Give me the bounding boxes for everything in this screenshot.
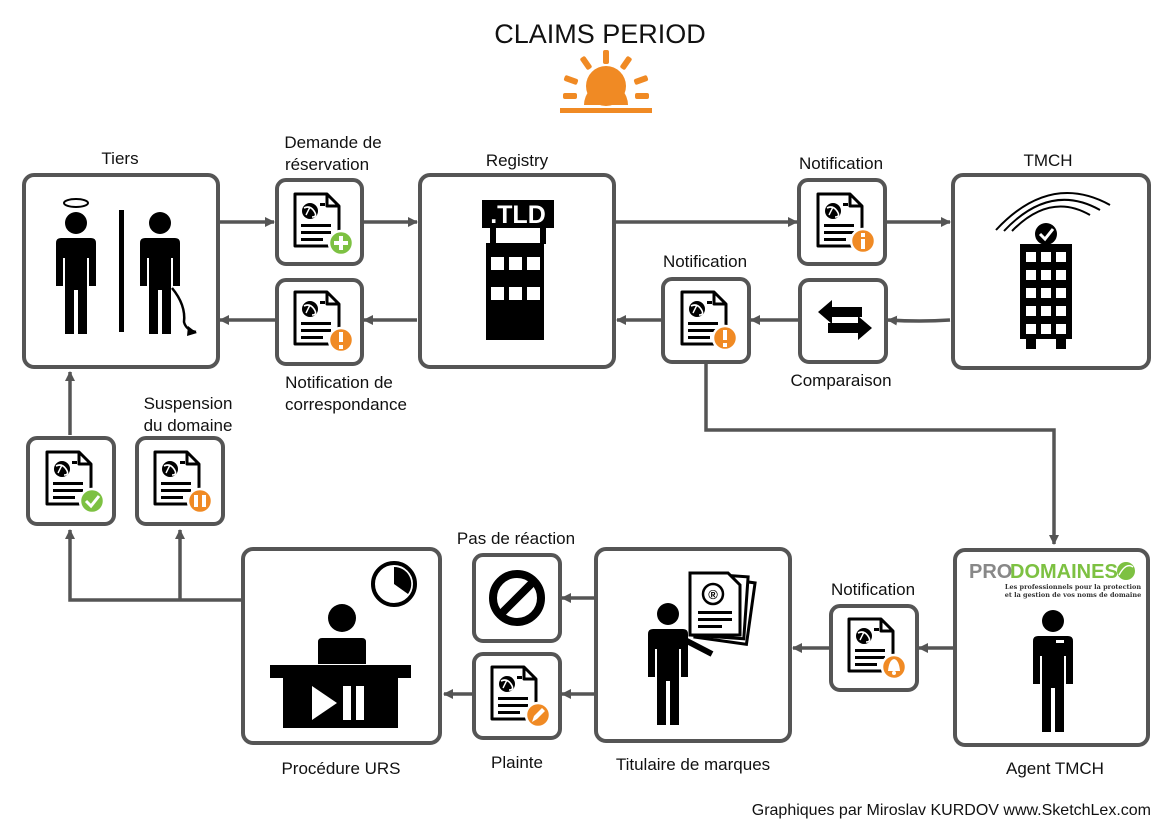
person-icon <box>648 603 714 725</box>
play-pause-icon <box>270 665 411 728</box>
no-entry-icon <box>489 570 545 626</box>
check-icon <box>1035 223 1057 245</box>
building-icon <box>1020 244 1072 349</box>
urs-label: Procédure URS <box>281 759 400 778</box>
clock-icon <box>371 561 417 607</box>
sun-icon <box>560 50 652 113</box>
registry-label: Registry <box>486 151 549 170</box>
no-reaction-label: Pas de réaction <box>457 529 575 548</box>
reservation-label-line1: Demande de <box>284 133 381 152</box>
tld-badge: .TLD <box>490 201 546 229</box>
complaint-label: Plainte <box>491 753 543 772</box>
prodomaines-logo: PRO DOMAINES Les professionnels pour la … <box>969 561 1141 599</box>
brand-part-a: PRO <box>969 561 1012 583</box>
arrow-tmch-to-comparison <box>887 315 951 326</box>
credit-line: Graphiques par Miroslav KURDOV www.Sketc… <box>752 802 1151 819</box>
tmch-label: TMCH <box>1023 151 1072 170</box>
connectors <box>65 217 1059 699</box>
tmch-notification-label: Notification <box>799 154 883 173</box>
divider <box>119 210 124 332</box>
devil-person-icon <box>140 212 197 336</box>
brand-tagline-2: et la gestion de vos noms de domaine <box>1005 591 1142 599</box>
arrow-notification-to-agent <box>704 362 1059 545</box>
exchange-arrows-icon <box>818 300 872 340</box>
agent-label: Agent TMCH <box>1006 759 1104 778</box>
match-label-line1: Notification de <box>285 373 393 392</box>
arrow-urs-to-release <box>65 529 243 602</box>
suspension-label-line1: Suspension <box>144 394 233 413</box>
alert-badge-icon <box>711 324 739 352</box>
holder-label: Titulaire de marques <box>616 755 770 774</box>
pen-badge-icon <box>524 701 552 729</box>
brand-part-b: DOMAINES <box>1010 561 1118 583</box>
agent-notification-label: Notification <box>831 580 915 599</box>
brand-tagline-1: Les professionnels pour la protection <box>1005 583 1141 591</box>
match-label-line2: correspondance <box>285 395 407 414</box>
signal-arcs-icon <box>995 192 1111 232</box>
comparison-label: Comparaison <box>790 371 891 390</box>
angel-person-icon <box>56 198 96 334</box>
person-icon <box>318 604 366 664</box>
alert-badge-icon <box>327 326 355 354</box>
comparison-box <box>798 278 888 364</box>
registry-notification-label: Notification <box>663 252 747 271</box>
check-icon <box>78 487 106 515</box>
suspension-label-line2: du domaine <box>144 416 233 435</box>
building-icon <box>482 200 554 340</box>
reservation-label-line2: réservation <box>285 155 369 174</box>
info-badge-icon <box>849 227 877 255</box>
tiers-label: Tiers <box>101 149 138 168</box>
brand-ball-icon <box>1117 562 1135 580</box>
trademark-symbol: ® <box>708 587 718 602</box>
trademark-documents-icon <box>688 571 757 647</box>
page-title: CLAIMS PERIOD <box>494 19 706 49</box>
plus-badge-icon <box>327 229 355 257</box>
bell-badge-icon <box>880 653 908 681</box>
person-icon <box>1033 610 1073 732</box>
pause-badge-icon <box>186 487 214 515</box>
